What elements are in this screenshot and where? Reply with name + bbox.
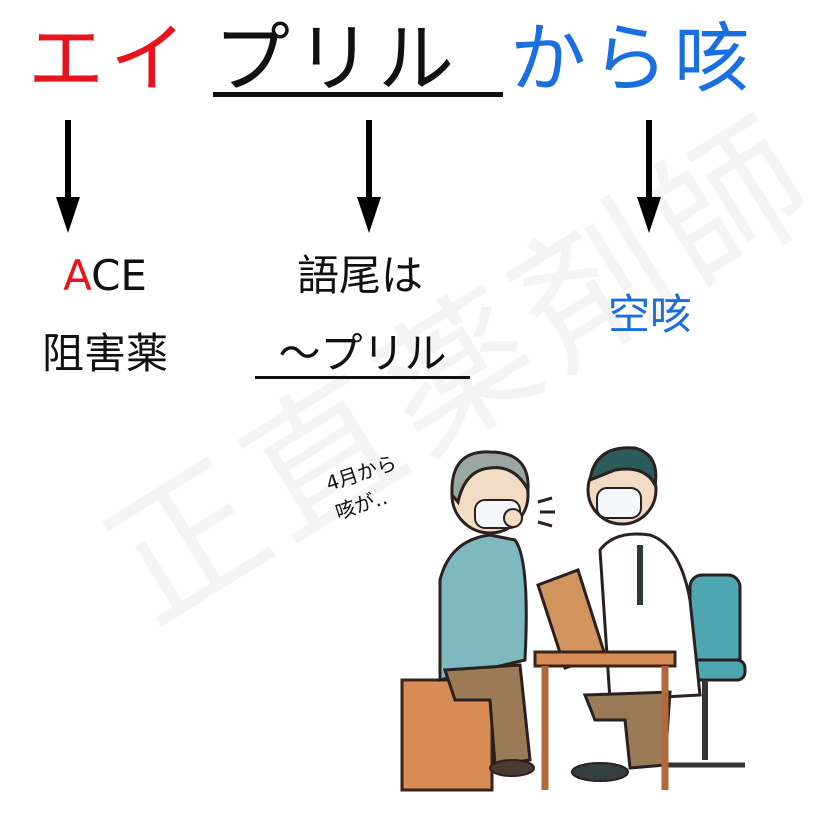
dry-cough-label: 空咳 bbox=[607, 290, 692, 339]
doctor-patient-illustration bbox=[400, 446, 747, 792]
ace-label: ACE bbox=[45, 248, 165, 304]
ace-letter-a: A bbox=[63, 251, 92, 300]
title-part-ei: エイ bbox=[28, 14, 192, 103]
down-arrow-icon bbox=[637, 120, 661, 235]
pril-suffix-label: ～プリル bbox=[278, 329, 447, 378]
pril-underline bbox=[255, 376, 470, 379]
inhibitor-label: 阻害薬 bbox=[41, 329, 168, 378]
down-arrow-icon bbox=[56, 120, 80, 235]
title-part-kara-seki: から咳 bbox=[510, 14, 756, 103]
mnemonic-title: エイ プリル から咳 bbox=[0, 14, 828, 104]
suffix-label: 語尾は bbox=[296, 251, 423, 300]
ace-letters-ce: CE bbox=[91, 251, 147, 300]
title-part-pril: プリル bbox=[214, 14, 460, 103]
title-underline bbox=[213, 92, 503, 97]
down-arrow-icon bbox=[357, 120, 381, 235]
